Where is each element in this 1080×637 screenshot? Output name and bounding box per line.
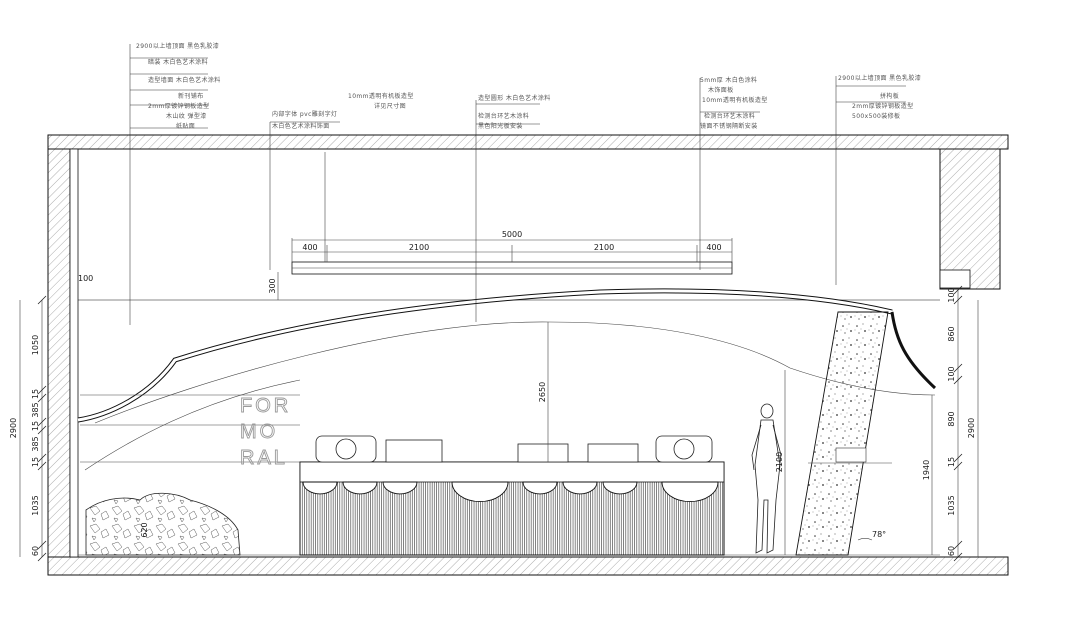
dimension-tick (953, 540, 963, 550)
left-dim-segment-label: 15 (31, 457, 40, 467)
floor-slab (47, 556, 1009, 576)
dim-wall-thickness: 100 (78, 274, 93, 283)
note-cl-1: 内部字体 pvc雕刻字灯 (272, 110, 337, 118)
note-fr-2: 拼构板 (880, 92, 899, 100)
dim-angle: 78° (872, 530, 886, 539)
right-dim-segment-label: 100 (947, 366, 956, 381)
dimension-tick (953, 363, 963, 373)
note-r-5: 镜面不锈钢隔断安装 (700, 122, 758, 130)
right-dim-segment-label: 890 (947, 411, 956, 426)
dimension-tick (37, 552, 47, 562)
note-fr-1: 2900以上墙顶面 黑色乳胶漆 (838, 74, 921, 82)
callout-notes: 2900以上墙顶面 黑色乳胶漆 暗装 木白色艺术涂料 造型墙面 木白色艺术涂料 … (129, 42, 921, 325)
dim-top-2: 2100 (409, 243, 429, 252)
note-left-2: 暗装 木白色艺术涂料 (148, 58, 208, 66)
counter-bowl (302, 481, 338, 495)
counter-objects (315, 435, 713, 463)
left-dim-segment-label: 385 (31, 402, 40, 417)
counter-bowl (451, 481, 509, 503)
dimension-tick (37, 393, 47, 403)
display-counter (299, 461, 725, 556)
note-fr-3: 2mm厚镀锌钢板造型 (852, 102, 914, 110)
note-cr-3: 黑色阳光板安装 (478, 122, 523, 130)
dim-right-total: 2900 (967, 418, 976, 438)
note-left-4: 新刊铺布 (178, 92, 204, 100)
note-left-6: 木山纹 弹型漆 (166, 112, 207, 120)
left-dim-segment-label: 1050 (31, 335, 40, 355)
misc-dimensions: 100 2650 2100 1940 620 78° (78, 274, 933, 555)
left-dimension-chain: 1050 15 385 15 385 15 1035 60 2900 (9, 295, 47, 562)
counter-bowl (522, 481, 558, 495)
note-fr-4: 500x500装修板 (852, 112, 900, 120)
note-r-1: 5mm厚 木白色涂料 (700, 76, 757, 84)
counter-bowl (382, 481, 418, 495)
right-dim-segment-label: 860 (947, 326, 956, 341)
right-dim-segment-label: 15 (947, 457, 956, 467)
rock-plinth (85, 492, 241, 556)
dim-mirror-height: 2100 (775, 452, 784, 472)
dim-top-total: 5000 (502, 230, 522, 239)
note-cr-1: 造型圆形 木白色艺术涂料 (478, 94, 551, 102)
note-left-1: 2900以上墙顶面 黑色乳胶漆 (136, 42, 219, 50)
dimension-tick (37, 540, 47, 550)
left-dim-segment-label: 1035 (31, 495, 40, 515)
arched-ceiling (77, 288, 937, 471)
dimension-tick (37, 461, 47, 471)
left-dim-segment-label: 60 (31, 546, 40, 556)
brand-line-1: FOR (240, 395, 291, 417)
brand-line-3: RAL (240, 447, 288, 469)
right-column (939, 148, 1001, 290)
dimension-tick (953, 375, 963, 385)
suspended-acrylic-panel (291, 261, 733, 275)
counter-bowl (602, 481, 638, 495)
dimension-tick (953, 285, 963, 295)
note-r-4: 检测台环艺木涂料 (704, 112, 755, 120)
dim-top-1: 400 (302, 243, 317, 252)
dim-left-total: 2900 (9, 418, 18, 438)
note-c-2: 详见尺寸图 (374, 102, 406, 110)
dim-counter-height: 2650 (538, 382, 547, 402)
note-cr-2: 检测台环艺木涂料 (478, 112, 529, 120)
brand-line-2: MO (240, 421, 278, 443)
right-dim-segment-label: 60 (947, 546, 956, 556)
right-dim-segment-label: 1035 (947, 495, 956, 515)
counter-bowl (562, 481, 598, 495)
brand-lettering: FOR MO RAL (240, 395, 291, 470)
dimension-tick (37, 425, 47, 435)
right-dim-segment-label: 100 (947, 287, 956, 302)
slanted-mirror-column (795, 311, 892, 556)
right-dimension-chain: 100 860 100 890 15 1035 60 2900 (947, 285, 979, 562)
human-figure (751, 403, 782, 554)
note-r-3: 10mm透明有机板造型 (702, 96, 768, 104)
note-c-1: 10mm透明有机板造型 (348, 92, 414, 100)
dim-top-4: 400 (706, 243, 721, 252)
dim-drop: 300 (268, 278, 277, 293)
dim-top-3: 2100 (594, 243, 614, 252)
top-dimension-chain: 400 2100 2100 400 5000 300 (268, 230, 733, 300)
note-left-5: 2mm厚镀锌钢板造型 (148, 102, 210, 110)
dimension-tick (37, 453, 47, 463)
left-wall (47, 148, 79, 558)
counter-bowl (342, 481, 378, 495)
dimension-tick (953, 295, 963, 305)
note-cl-2: 木白色艺术涂料饰面 (272, 122, 330, 130)
note-r-2: 木饰面板 (708, 86, 734, 94)
dimension-tick (953, 453, 963, 463)
left-dim-segment-label: 385 (31, 436, 40, 451)
dimension-tick (37, 295, 47, 305)
dimension-tick (953, 552, 963, 562)
ceiling-slab (47, 134, 1009, 150)
dimension-tick (37, 417, 47, 427)
note-left-7: 纸贴面 (176, 122, 195, 130)
dimension-tick (953, 461, 963, 471)
note-left-3: 造型墙面 木白色艺术涂料 (148, 76, 221, 84)
left-dim-segment-label: 15 (31, 421, 40, 431)
dimension-tick (37, 385, 47, 395)
left-dim-segment-label: 15 (31, 389, 40, 399)
dim-wall-height: 1940 (922, 460, 931, 480)
dim-plinth: 620 (140, 522, 149, 537)
counter-bowl (661, 481, 719, 503)
